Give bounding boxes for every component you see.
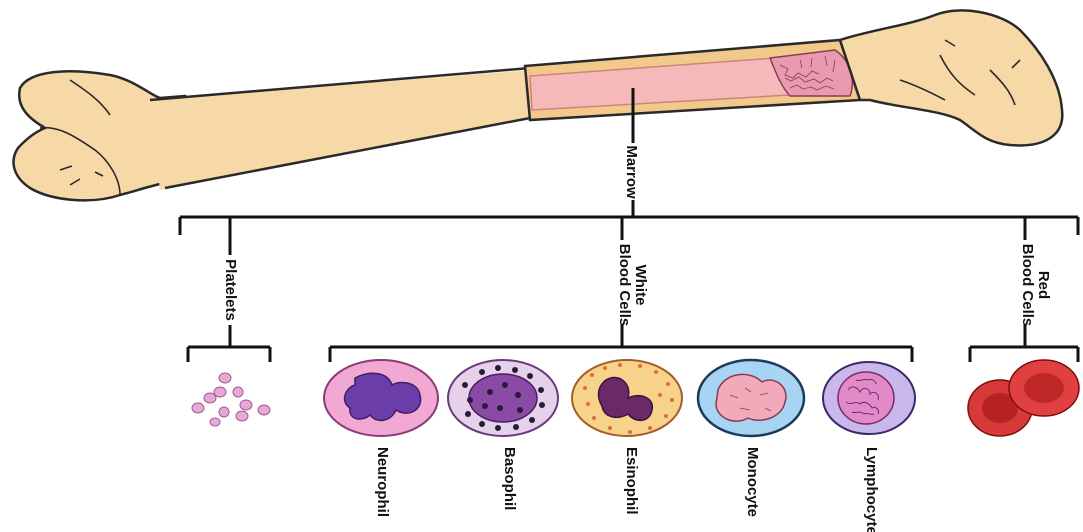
red-label-line1: Red xyxy=(1035,271,1052,299)
red-label-line2: Blood Cells xyxy=(1019,244,1036,327)
basophil-label: Basophil xyxy=(501,447,518,510)
esinophil-cell xyxy=(572,360,682,436)
basophil-cell xyxy=(448,360,558,436)
monocyte-cell xyxy=(698,360,804,436)
neurophil-cell xyxy=(324,360,438,436)
neurophil-label: Neurophil xyxy=(374,447,391,517)
white-label-line1: White xyxy=(632,265,649,306)
bone-right-end xyxy=(840,10,1062,145)
esinophil-label: Esinophil xyxy=(623,447,640,515)
lymphocyte-cell xyxy=(823,362,915,434)
femur-bone xyxy=(14,10,1063,200)
platelets-label: Platelets xyxy=(222,259,239,321)
lymphocyte-label: Lymphocyte xyxy=(863,447,880,532)
white-label-line2: Blood Cells xyxy=(616,244,633,327)
platelets-cluster xyxy=(192,373,270,426)
red-blood-cells xyxy=(968,360,1079,436)
marrow-label: Marrow xyxy=(623,145,640,199)
monocyte-label: Monocyte xyxy=(744,447,761,517)
red-blood-cells-label: Red Blood Cells xyxy=(1019,244,1052,327)
white-blood-cells-label: White Blood Cells xyxy=(616,244,649,327)
